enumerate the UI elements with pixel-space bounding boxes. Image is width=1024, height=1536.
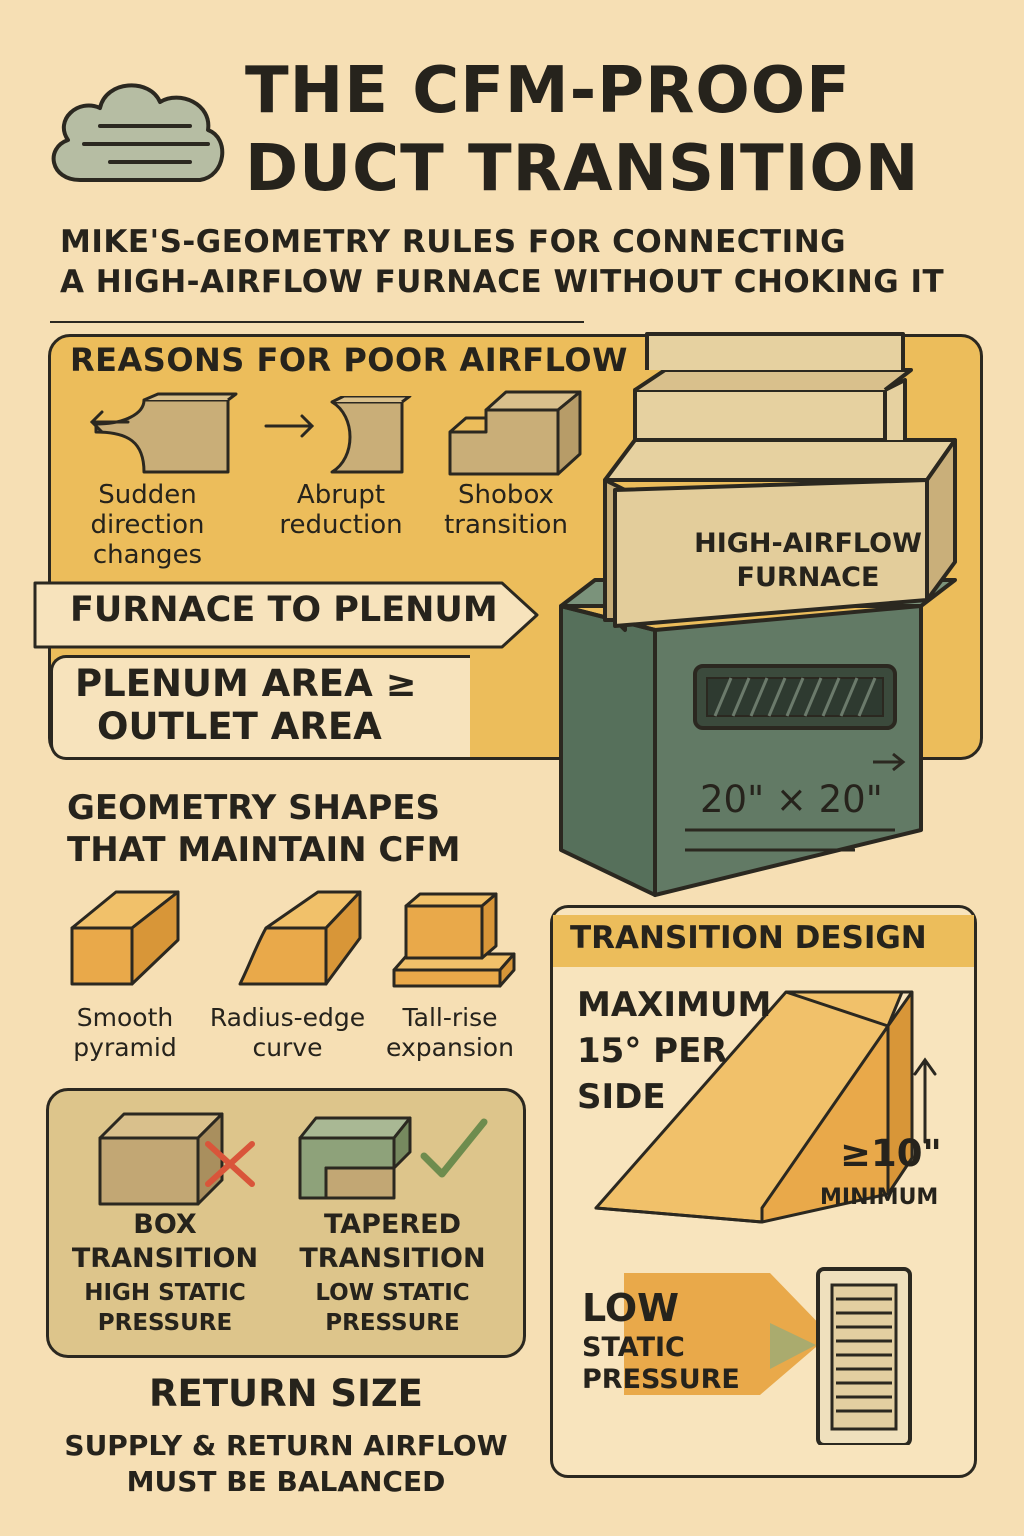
tapered-transition-icon	[298, 1116, 488, 1200]
min-rise-value: ≥10"	[840, 1132, 942, 1175]
furnace-label: HIGH-AIRFLOW FURNACE	[694, 528, 922, 593]
shape-label-radius: Radius-edge curve	[209, 1003, 366, 1062]
rise-arrow-icon	[913, 1057, 937, 1144]
shape-label-pyramid: Smooth pyramid	[73, 1003, 177, 1062]
direction-change-icon	[89, 392, 238, 474]
page-title: THE CFM-PROOF DUCT TRANSITION	[245, 52, 1005, 208]
plenum-rule: PLENUM AREA ≥ OUTLET AREA	[75, 662, 417, 748]
return-airflow-illustration	[624, 1267, 912, 1445]
subtitle-line-1: MIKE'S-GEOMETRY RULES FOR CONNECTING	[60, 224, 847, 260]
transition-design-header-bar	[553, 915, 974, 967]
transition-design-title: TRANSITION DESIGN	[570, 920, 927, 956]
high-airflow-furnace-illustration	[559, 332, 957, 897]
tapered-duct-illustration	[594, 990, 914, 1224]
smooth-pyramid-icon	[70, 890, 180, 986]
tall-rise-expansion-icon	[392, 892, 516, 988]
furnace-to-plenum-banner	[33, 581, 539, 649]
cross-mark-icon	[205, 1141, 255, 1187]
low-static-pressure-label: STATIC PRESSURE	[582, 1332, 740, 1395]
furnace-dimensions: 20" × 20"	[700, 778, 883, 821]
check-mark-icon	[420, 1118, 488, 1178]
box-transition-icon	[98, 1112, 255, 1206]
shoebox-transition-icon	[448, 390, 582, 476]
return-size-note: SUPPLY & RETURN AIRFLOW MUST BE BALANCED	[64, 1429, 508, 1498]
page-subtitle: MIKE'S-GEOMETRY RULES FOR CONNECTING A H…	[60, 222, 1000, 302]
airflow-cloud-icon	[51, 83, 225, 182]
box-transition-label: BOX TRANSITION HIGH STATIC PRESSURE	[71, 1209, 259, 1336]
reasons-title: REASONS FOR POOR AIRFLOW	[70, 341, 628, 379]
reason-label-abrupt: Abrupt reduction	[279, 480, 403, 540]
min-rise-label: MINIMUM	[820, 1185, 939, 1210]
title-line-2: DUCT TRANSITION	[245, 132, 920, 206]
abrupt-reduction-icon	[264, 396, 412, 474]
subtitle-line-2: A HIGH-AIRFLOW FURNACE WITHOUT CHOKING I…	[60, 264, 945, 300]
low-static-pressure-title: LOW	[582, 1286, 680, 1330]
shape-label-tall-rise: Tall-rise expansion	[386, 1003, 514, 1062]
banner-text: FURNACE TO PLENUM	[70, 590, 498, 630]
title-line-1: THE CFM-PROOF	[245, 54, 851, 128]
return-size-title: RETURN SIZE	[149, 1372, 423, 1415]
radius-edge-curve-icon	[238, 890, 362, 986]
plenum-rule-box	[50, 655, 470, 760]
tapered-transition-label: TAPERED TRANSITION LOW STATIC PRESSURE	[299, 1209, 486, 1336]
max-angle-rule: MAXIMUM 15° PER SIDE	[577, 985, 772, 1117]
reason-label-shoebox: Shobox transition	[444, 480, 568, 540]
subtitle-underline	[50, 321, 584, 323]
reason-label-direction: Sudden direction changes	[90, 480, 205, 570]
geometry-shapes-title: GEOMETRY SHAPES THAT MAINTAIN CFM	[67, 788, 461, 870]
